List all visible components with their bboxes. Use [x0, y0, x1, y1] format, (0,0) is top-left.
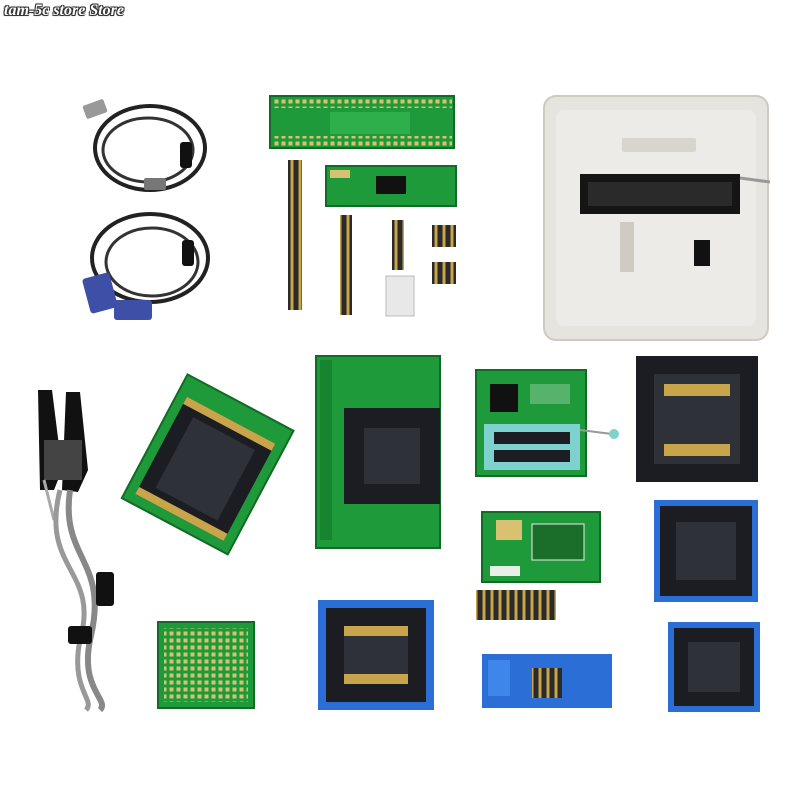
soic-test-clip	[38, 390, 114, 713]
vga-cable	[82, 212, 210, 320]
socket-adapter	[315, 355, 441, 549]
watermark-text: tam-5c store Store	[4, 2, 124, 19]
soic-adapter-board	[481, 511, 601, 583]
soic-socket-blue	[318, 600, 434, 710]
spi-adapter-board	[482, 654, 612, 708]
pin-headers	[288, 160, 556, 620]
zif-adapter	[475, 369, 619, 477]
tsop-adapter	[120, 373, 295, 556]
programmer-unit	[543, 95, 771, 341]
dip-adapter-board	[269, 95, 457, 207]
soic-sockets	[636, 356, 760, 712]
green-adapter-board	[157, 621, 255, 709]
usb-cable	[82, 99, 207, 192]
